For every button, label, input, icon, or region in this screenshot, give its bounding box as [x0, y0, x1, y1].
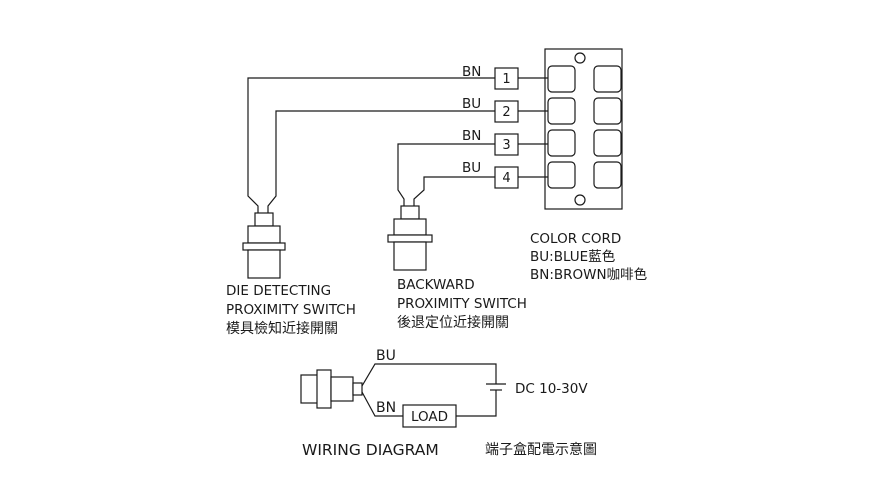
sensor-body — [393, 218, 427, 236]
terminal-block — [544, 48, 623, 210]
wire-bn-terminal-1 — [247, 77, 495, 214]
terminal-4: 4 BU — [462, 160, 548, 189]
screw-terminal — [547, 97, 576, 125]
caption-line-cjk: 後退定位近接開關 — [397, 314, 509, 331]
caption-line: DIE DETECTING — [226, 283, 331, 299]
screw-terminal — [547, 65, 576, 93]
mounting-hole-bottom — [574, 194, 586, 206]
load-circuit: LOAD BU BN DC 10-30V — [300, 348, 588, 428]
diagram-title: WIRING DIAGRAM — [302, 441, 439, 459]
backward-sensor-caption: BACKWARD PROXIMITY SWITCH 後退定位近接開關 — [397, 277, 527, 331]
sensor-cable-gland — [352, 382, 363, 396]
sensor-lock-nut — [387, 234, 433, 243]
sensor-body — [330, 376, 354, 402]
screw-terminals-left — [547, 65, 576, 189]
sensor-lock-nut — [242, 242, 286, 251]
screw-terminals-right — [593, 65, 622, 189]
legend-entry-bn: BN:BROWN咖啡色 — [530, 266, 647, 283]
bu-wire — [361, 363, 497, 387]
terminal-number: 3 — [502, 138, 510, 153]
screw-terminal — [593, 129, 622, 157]
backward-sensor-cable — [397, 143, 495, 207]
load-box — [402, 404, 457, 428]
supply-voltage-label: DC 10-30V — [515, 381, 588, 397]
wire-bu-terminal-4 — [413, 176, 495, 207]
supply-return-wire — [456, 390, 497, 417]
caption-line-cjk: 模具檢知近接開關 — [226, 320, 338, 337]
diagram-subtitle: 端子盒配電示意圖 — [485, 441, 597, 458]
caption-line: PROXIMITY SWITCH — [226, 302, 356, 318]
circuit-sensor — [300, 369, 363, 409]
terminal-number: 2 — [502, 105, 510, 120]
sensor-body — [247, 225, 281, 244]
sensor-cable-gland — [400, 205, 420, 220]
screw-terminal — [593, 65, 622, 93]
screw-terminal — [547, 129, 576, 157]
sensor-cable-gland — [254, 212, 274, 227]
wire-label: BN — [462, 64, 481, 80]
legend-title: COLOR CORD — [530, 231, 621, 247]
wire-bu-terminal-2 — [267, 110, 495, 214]
screw-terminal — [547, 161, 576, 189]
bu-label: BU — [376, 348, 396, 364]
screw-terminal — [593, 97, 622, 125]
color-cord-legend: COLOR CORD BU:BLUE藍色 BN:BROWN咖啡色 — [530, 231, 647, 283]
bn-label: BN — [376, 400, 396, 416]
wire-bn-terminal-3 — [397, 143, 495, 207]
legend-entry-bu: BU:BLUE藍色 — [530, 248, 615, 265]
terminal-2: 2 BU — [462, 96, 548, 123]
mounting-hole-top — [574, 52, 586, 64]
screw-terminal — [593, 161, 622, 189]
die-sensor-caption: DIE DETECTING PROXIMITY SWITCH 模具檢知近接開關 — [226, 283, 356, 337]
terminal-1: 1 BN — [462, 64, 548, 90]
die-sensor-cable — [247, 77, 495, 214]
load-label: LOAD — [411, 409, 448, 425]
caption-line: PROXIMITY SWITCH — [397, 296, 527, 312]
wire-label: BN — [462, 128, 481, 144]
backward-sensor — [387, 205, 433, 271]
terminal-number: 1 — [502, 72, 510, 87]
sensor-head — [393, 241, 427, 271]
caption-line: BACKWARD — [397, 277, 475, 293]
terminal-3: 3 BN — [462, 128, 548, 156]
die-detecting-sensor — [242, 212, 286, 279]
wire-label: BU — [462, 160, 481, 176]
sensor-head — [247, 249, 281, 279]
sensor-lock-nut — [316, 369, 332, 409]
bn-wire — [361, 391, 403, 417]
terminal-number: 4 — [502, 171, 510, 186]
wire-label: BU — [462, 96, 481, 112]
